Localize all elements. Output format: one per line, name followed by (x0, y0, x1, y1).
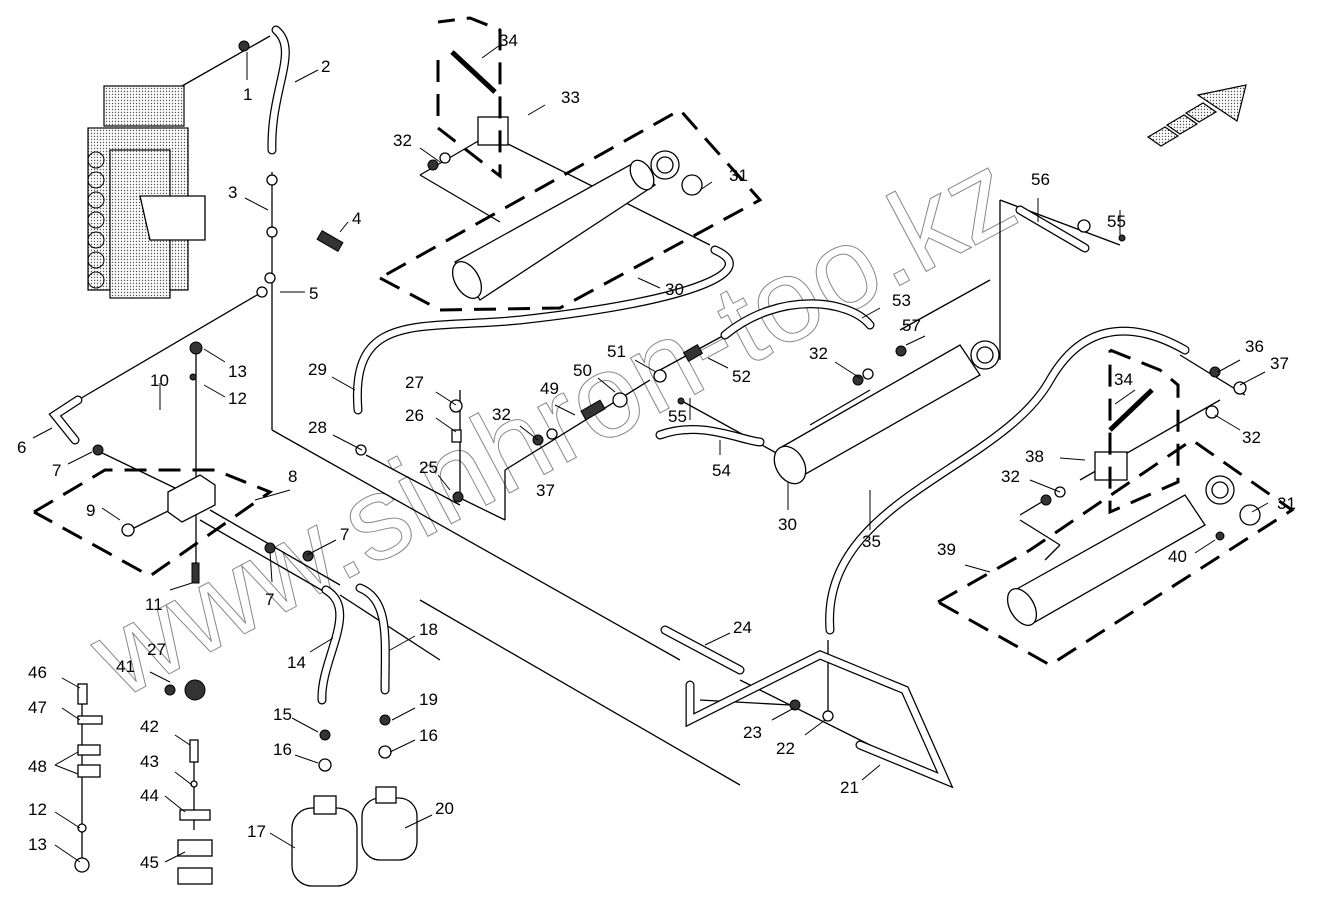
callout-26: 26 (405, 406, 424, 425)
callout-17: 17 (247, 822, 266, 841)
callout-18: 18 (419, 620, 438, 639)
callout-53: 53 (892, 291, 911, 310)
callout-30-a: 30 (665, 280, 684, 299)
group-box-38 (1108, 348, 1180, 515)
callout-28: 28 (308, 418, 327, 437)
callout-14: 14 (287, 653, 306, 672)
callout-1: 1 (243, 85, 252, 104)
callout-3: 3 (228, 183, 237, 202)
callout-39: 39 (937, 540, 956, 559)
callout-20: 20 (435, 799, 454, 818)
callout-16-a: 16 (273, 740, 292, 759)
callout-5: 5 (309, 284, 318, 303)
callout-32-d: 32 (1242, 428, 1261, 447)
callout-43: 43 (140, 752, 159, 771)
callout-25: 25 (419, 458, 438, 477)
group-box-30 (379, 108, 763, 312)
callout-8: 8 (288, 467, 297, 486)
callout-23: 23 (743, 723, 762, 742)
callout-10: 10 (150, 371, 169, 390)
callout-12-a: 12 (228, 389, 247, 408)
fittings (92, 40, 1261, 772)
callout-34-b: 34 (1114, 370, 1133, 389)
callout-41: 41 (116, 657, 135, 676)
callout-29: 29 (308, 360, 327, 379)
callout-32-e: 32 (1001, 467, 1020, 486)
callout-47: 47 (28, 698, 47, 717)
callout-32-b: 32 (492, 405, 511, 424)
callout-49: 49 (540, 379, 559, 398)
callout-30-b: 30 (778, 515, 797, 534)
callout-7-c: 7 (265, 590, 274, 609)
lever-34a (450, 50, 497, 94)
callout-45: 45 (140, 853, 159, 872)
callout-21: 21 (840, 778, 859, 797)
callout-36: 36 (1245, 337, 1264, 356)
callout-9: 9 (86, 501, 95, 520)
lever-34b (1108, 388, 1154, 432)
callout-42: 42 (140, 717, 159, 736)
control-valve-assembly (87, 85, 189, 299)
group-box-39 (937, 438, 1295, 667)
callout-31-a: 31 (729, 166, 748, 185)
distribution-block (139, 195, 216, 523)
callout-40: 40 (1168, 547, 1187, 566)
callout-35: 35 (862, 532, 881, 551)
callout-labels: 1 2 3 4 5 6 7 7 7 8 9 10 11 12 12 13 13 … (17, 31, 1296, 872)
callout-55-b: 55 (1107, 212, 1126, 231)
accumulator-17 (291, 795, 358, 887)
callout-32-a: 32 (393, 131, 412, 150)
callout-6: 6 (17, 438, 26, 457)
callout-50: 50 (573, 361, 592, 380)
callout-24: 24 (733, 618, 752, 637)
callout-31-b: 31 (1277, 494, 1296, 513)
callout-13-a: 13 (228, 362, 247, 381)
callout-27-a: 27 (405, 373, 424, 392)
callout-33: 33 (561, 88, 580, 107)
callout-22: 22 (776, 739, 795, 758)
callout-13-b: 13 (28, 835, 47, 854)
callout-32-c: 32 (809, 344, 828, 363)
leader-lines (32, 44, 1269, 863)
callout-48: 48 (28, 757, 47, 776)
hoses (48, 25, 1190, 789)
callout-15: 15 (273, 705, 292, 724)
callout-44: 44 (140, 786, 159, 805)
callout-27-b: 27 (147, 640, 166, 659)
group-box-8 (33, 468, 274, 578)
callout-38: 38 (1025, 447, 1044, 466)
clamp-hardware-middle (177, 739, 213, 885)
callout-19: 19 (419, 690, 438, 709)
callout-51: 51 (607, 342, 626, 361)
callout-52: 52 (732, 367, 751, 386)
callout-56: 56 (1031, 170, 1050, 189)
valve-33 (477, 116, 509, 146)
callout-7-b: 7 (340, 525, 349, 544)
callout-7-a: 7 (52, 461, 61, 480)
forward-arrow-icon (1146, 84, 1247, 147)
callout-2: 2 (321, 57, 330, 76)
callout-16-b: 16 (419, 726, 438, 745)
callout-46: 46 (28, 663, 47, 682)
callout-37-b: 37 (536, 481, 555, 500)
cylinder-middle (773, 340, 1000, 485)
callout-37-a: 37 (1270, 354, 1289, 373)
callout-57: 57 (902, 316, 921, 335)
callout-12-b: 12 (28, 800, 47, 819)
cylinder-lower (1006, 475, 1235, 626)
accumulator-20 (361, 786, 418, 861)
callout-34-a: 34 (499, 31, 518, 50)
callout-4: 4 (352, 209, 361, 228)
clamp-hardware-left (74, 683, 103, 873)
callout-11: 11 (145, 595, 163, 614)
callout-55-a: 55 (668, 407, 687, 426)
callout-54: 54 (712, 461, 731, 480)
group-box-33 (436, 16, 502, 180)
cylinder-upper (451, 150, 680, 301)
